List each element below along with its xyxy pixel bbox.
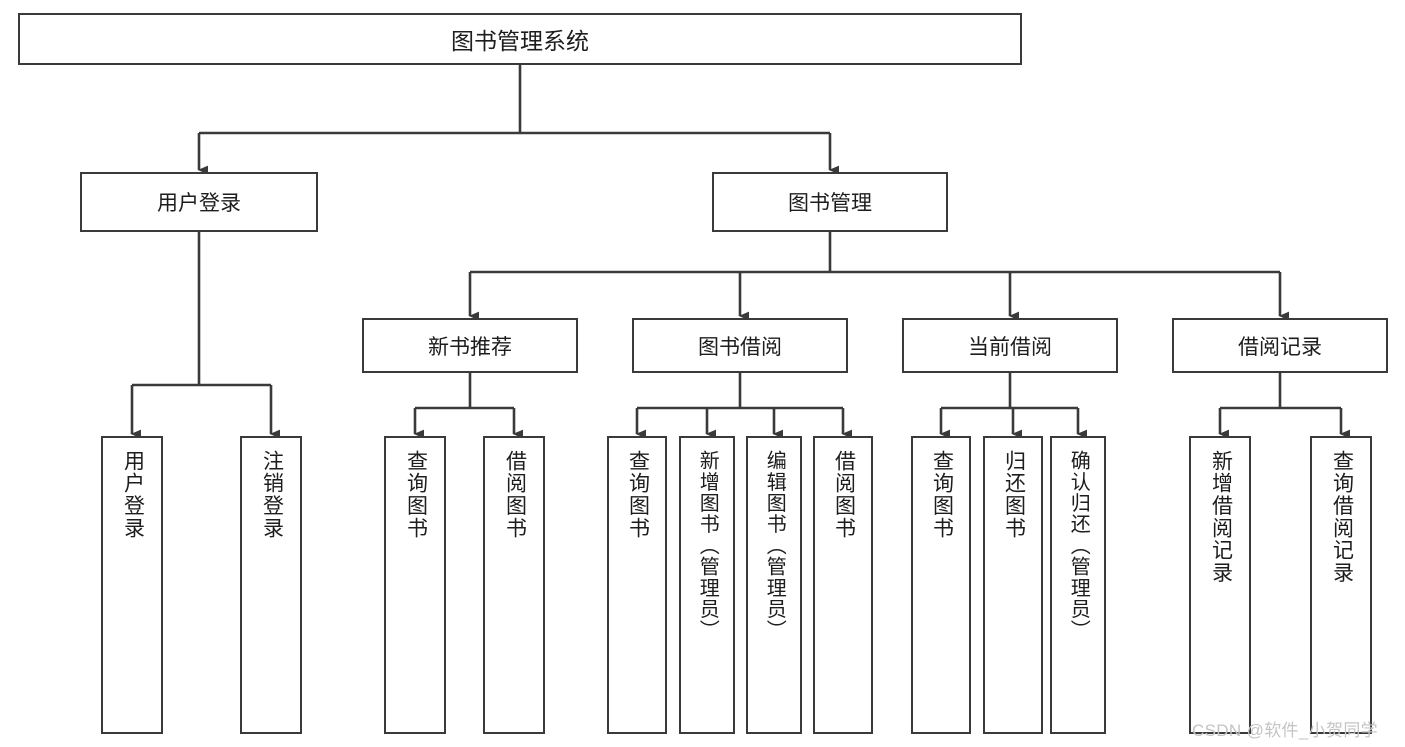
node-leaf-rec-query-label: 查询图书 [404,450,428,540]
node-leaf-rec-add-label: 新增借阅记录 [1209,450,1233,584]
node-root-label: 图书管理系统 [451,28,589,54]
csdn-watermark: CSDN @软件_小贺同学 [1192,721,1379,740]
node-current-borrow[interactable]: 当前借阅 [902,318,1118,373]
node-book-manage-label: 图书管理 [788,192,872,215]
node-leaf-user-logout-label: 注销登录 [260,450,284,540]
node-leaf-user-login[interactable]: 用户登录 [101,436,163,734]
node-leaf-borrow-edit-label: 编辑图书（管理员） [763,450,786,641]
node-book-borrow[interactable]: 图书借阅 [632,318,848,373]
node-leaf-cur-query-label: 查询图书 [930,450,954,540]
node-borrow-record-label: 借阅记录 [1238,335,1322,359]
node-leaf-borrow-edit[interactable]: 编辑图书（管理员） [746,436,802,734]
node-leaf-cur-confirm-label: 确认归还（管理员） [1067,450,1090,641]
node-leaf-rec-borrow-label: 借阅图书 [503,450,527,540]
node-book-borrow-label: 图书借阅 [698,335,782,359]
node-leaf-cur-confirm[interactable]: 确认归还（管理员） [1050,436,1106,734]
node-leaf-user-login-label: 用户登录 [121,450,145,540]
node-new-book-rec[interactable]: 新书推荐 [362,318,578,373]
node-user-login[interactable]: 用户登录 [80,172,318,232]
node-leaf-rec-query[interactable]: 查询图书 [384,436,446,734]
node-user-login-label: 用户登录 [157,192,241,215]
node-leaf-cur-return[interactable]: 归还图书 [983,436,1043,734]
node-borrow-record[interactable]: 借阅记录 [1172,318,1388,373]
node-leaf-rec-borrow[interactable]: 借阅图书 [483,436,545,734]
node-leaf-user-logout[interactable]: 注销登录 [240,436,302,734]
node-leaf-borrow-query[interactable]: 查询图书 [607,436,667,734]
node-leaf-cur-return-label: 归还图书 [1002,450,1026,540]
node-leaf-borrow-lend-label: 借阅图书 [832,450,856,540]
node-leaf-rec-query2[interactable]: 查询借阅记录 [1310,436,1372,734]
node-leaf-borrow-add[interactable]: 新增图书（管理员） [679,436,735,734]
node-book-manage[interactable]: 图书管理 [712,172,948,232]
node-current-borrow-label: 当前借阅 [968,335,1052,359]
node-leaf-cur-query[interactable]: 查询图书 [911,436,971,734]
node-root[interactable]: 图书管理系统 [18,13,1022,65]
node-leaf-borrow-lend[interactable]: 借阅图书 [813,436,873,734]
node-leaf-borrow-query-label: 查询图书 [626,450,650,540]
node-leaf-rec-query2-label: 查询借阅记录 [1330,450,1354,584]
node-leaf-rec-add[interactable]: 新增借阅记录 [1189,436,1251,734]
node-leaf-borrow-add-label: 新增图书（管理员） [696,450,719,641]
node-new-book-rec-label: 新书推荐 [428,335,512,359]
